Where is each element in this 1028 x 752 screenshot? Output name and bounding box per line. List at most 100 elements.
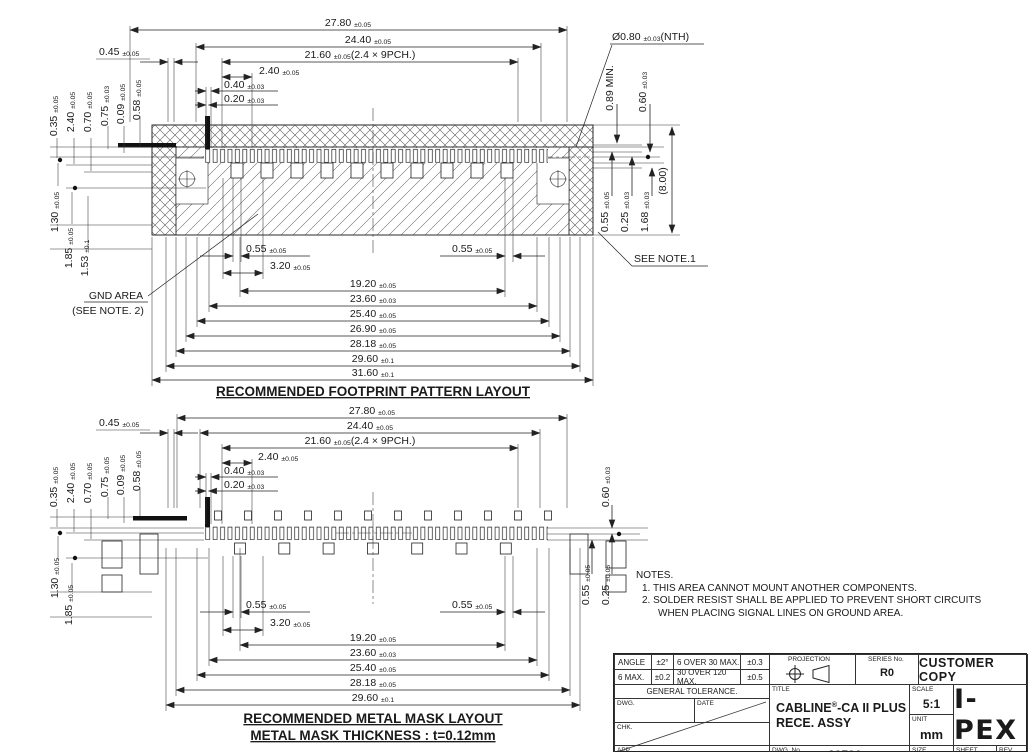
mk-dim-1-85: 1.85 ±0.05 — [63, 585, 75, 626]
mask-ground-openings-top — [214, 510, 552, 521]
mk-dim-l-2-40: 2.40 ±0.05 — [65, 463, 77, 504]
mk-dim-3-20: 3.20 ±0.05 — [270, 617, 311, 629]
title-cell: TITLE CABLINE®-CA II PLUS RECE. ASSY — [769, 684, 910, 746]
tol-range2-label: 30 OVER 120 MAX. — [673, 669, 741, 685]
mk-dim-0-35: 0.35 ±0.05 — [48, 467, 60, 508]
note-1: 1. THIS AREA CANNOT MOUNT ANOTHER COMPON… — [642, 582, 918, 594]
side-pad-profile — [118, 143, 176, 148]
product-type: RECE. ASSY — [776, 716, 852, 731]
mk-dim-0-09: 0.09 ±0.05 — [115, 455, 127, 496]
fp-dim-3-20: 3.20 ±0.05 — [270, 260, 311, 272]
mk-dim-23-60: 23.60 ±0.03 — [350, 647, 396, 659]
logo-cell: I-PEX — [953, 684, 1028, 746]
series-label: SERIES No. — [868, 656, 904, 663]
dwg-label: DWG. — [617, 700, 635, 707]
mask-side-pad-profile — [133, 516, 187, 521]
fp-dim-0-20: 0.20 ±0.03 — [224, 93, 265, 105]
note-2: 2. SOLDER RESIST SHALL BE APPLIED TO PRE… — [642, 595, 982, 606]
mask-thickness-note: METAL MASK THICKNESS : t=0.12mm — [250, 728, 495, 743]
scale-cell: SCALE 5:1 — [909, 684, 954, 715]
mask-title: RECOMMENDED METAL MASK LAYOUT — [243, 711, 503, 726]
footprint-connector-body — [118, 108, 594, 253]
scale-label: SCALE — [912, 686, 934, 693]
dwg-sign-cell: DWG. — [614, 698, 695, 723]
footprint-layout-drawing: 27.80 ±0.05 24.40 ±0.05 21.60 ±0.05(2.4 … — [48, 17, 708, 399]
fp-dim-r-0-25: 0.25 ±0.03 — [619, 192, 631, 233]
fp-dim-19-20: 19.20 ±0.05 — [350, 278, 396, 290]
fp-dim-0-70: 0.70 ±0.05 — [82, 92, 94, 133]
mounting-hole-left — [178, 170, 196, 188]
mk-dim-0-75: 0.75 ±0.05 — [99, 457, 111, 498]
note-2-cont: WHEN PLACING SIGNAL LINES ON GROUND AREA… — [658, 607, 904, 619]
fp-dim-29-60: 29.60 ±0.1 — [352, 353, 395, 365]
unit-value: mm — [919, 726, 944, 742]
size-label: SIZE — [912, 747, 927, 752]
gnd-area-hatch-right — [568, 146, 594, 236]
third-angle-projection-icon — [786, 664, 830, 684]
projection-cell: PROJECTION — [769, 654, 856, 685]
mk-dim-b-0-55-left: 0.55 ±0.05 — [246, 599, 287, 611]
fp-dim-b-0-55-left: 0.55 ±0.05 — [246, 243, 287, 255]
title-block: ANGLE ±2° 6 OVER 30 MAX. ±0.3 6 MAX. ±0.… — [613, 653, 1028, 752]
series-value: R0 — [879, 667, 895, 679]
fp-dim-1-53: 1.53 ±0.1 — [79, 240, 91, 277]
mask-extension-lines — [50, 414, 648, 711]
tol-6max-value: ±0.2 — [651, 669, 674, 685]
notes-heading: NOTES. — [636, 570, 674, 581]
tol-angle-label: ANGLE — [614, 654, 652, 670]
customer-copy-stamp: CUSTOMER COPY — [918, 654, 1028, 685]
signal-pad-row — [204, 148, 548, 163]
mk-dim-27-80: 27.80 ±0.05 — [349, 405, 395, 417]
mk-dim-0-45: 0.45 ±0.05 — [99, 417, 140, 429]
dwg-no-label: DWG. No. — [772, 747, 802, 752]
mask-pattern — [101, 492, 627, 604]
date-cell: DATE — [694, 698, 770, 723]
mk-dim-25-40: 25.40 ±0.05 — [350, 662, 396, 674]
mask-end-openings — [101, 533, 627, 593]
fp-dim-25-40: 25.40 ±0.05 — [350, 308, 396, 320]
fp-dim-0-40: 0.40 ±0.03 — [224, 79, 265, 91]
chk-label: CHK. — [617, 724, 633, 731]
mk-dim-1-30: 1.30 ±0.05 — [49, 558, 61, 599]
product-name-main: CABLINE — [776, 701, 832, 716]
fp-dim-r-0-55: 0.55 ±0.05 — [599, 192, 611, 233]
fp-dim-0-75: 0.75 ±0.03 — [99, 86, 111, 127]
size-cell: SIZE — [909, 745, 954, 752]
mk-dim-r-0-55: 0.55 ±0.05 — [580, 565, 592, 606]
mk-dim-28-18: 28.18 ±0.05 — [350, 677, 396, 689]
fp-dim-2-40: 2.40 ±0.05 — [259, 65, 300, 77]
reference-pad — [205, 116, 210, 149]
fp-dim-1-68: 1.68 ±0.03 — [639, 192, 651, 233]
dwg-no-cell: DWG. No. 20786 — [769, 745, 910, 752]
notes-block: NOTES. 1. THIS AREA CANNOT MOUNT ANOTHER… — [636, 570, 1028, 620]
tol-6max-label: 6 MAX. — [614, 669, 652, 685]
projection-label: PROJECTION — [788, 656, 830, 663]
fp-dim-1-30: 1.30 ±0.05 — [49, 192, 61, 233]
mk-dim-21-60: 21.60 ±0.05(2.4 × 9PCH.) — [305, 435, 416, 447]
mk-dim-0-40: 0.40 ±0.03 — [224, 465, 265, 477]
fp-dim-31-60: 31.60 ±0.1 — [352, 367, 395, 379]
mk-dim-0-58: 0.58 ±0.05 — [131, 451, 143, 492]
fp-dim-24-40: 24.40 ±0.05 — [345, 34, 391, 46]
ground-pad-row — [230, 162, 514, 179]
tol-range2-value: ±0.5 — [740, 669, 770, 685]
fp-dim-0-35: 0.35 ±0.05 — [48, 96, 60, 137]
sheet-cell: SHEET — [953, 745, 997, 752]
fp-dim-23-60: 23.60 ±0.03 — [350, 293, 396, 305]
fp-dim-b-0-55-right: 0.55 ±0.05 — [452, 243, 493, 255]
title-label: TITLE — [772, 686, 790, 693]
mk-dim-0-70: 0.70 ±0.05 — [82, 463, 94, 504]
footprint-title: RECOMMENDED FOOTPRINT PATTERN LAYOUT — [216, 384, 531, 399]
product-name-suffix: -CA II PLUS — [837, 701, 907, 716]
fp-hole-callout: Ø0.80 ±0.03(NTH) — [612, 31, 689, 43]
gnd-area-note-label: (SEE NOTE. 2) — [72, 305, 144, 317]
ipex-logo: I-PEX — [954, 684, 1018, 746]
fp-dim-28-18: 28.18 ±0.05 — [350, 338, 396, 350]
gnd-area-label: GND AREA — [89, 290, 143, 302]
dwg-no-value: 20786 — [828, 748, 861, 752]
fp-dim-8-00: (8.00) — [657, 167, 669, 194]
fp-dim-21-60: 21.60 ±0.05(2.4 × 9PCH.) — [305, 49, 416, 61]
metal-mask-drawing: 27.80 ±0.05 24.40 ±0.05 21.60 ±0.05(2.4 … — [48, 405, 648, 743]
